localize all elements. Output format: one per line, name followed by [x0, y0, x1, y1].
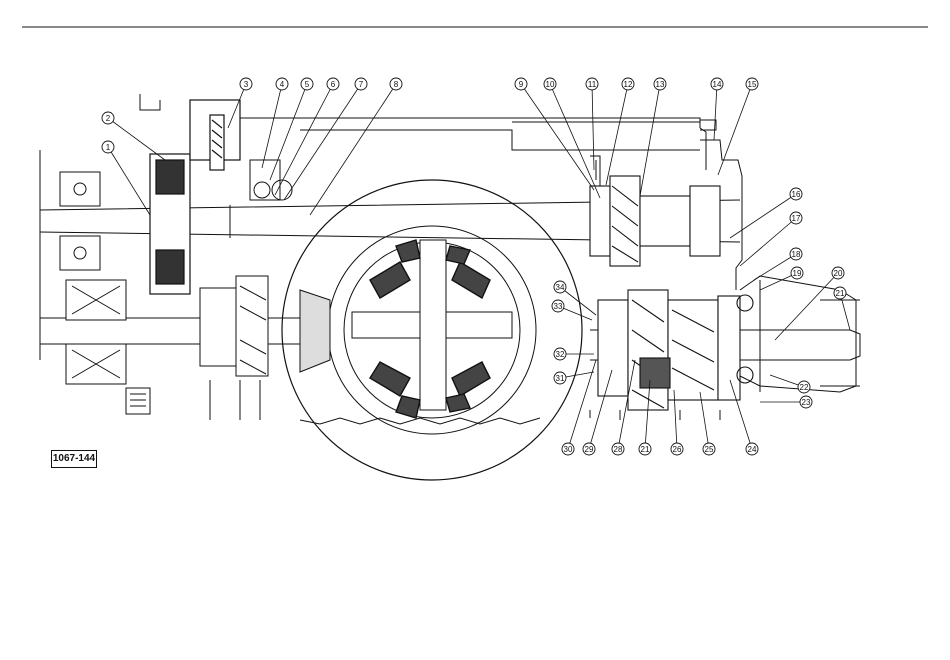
figure-reference-label: 1067-144	[51, 450, 97, 468]
callout-number: 7	[359, 80, 364, 89]
callout-number: 11	[588, 80, 597, 89]
callout-21: 21	[834, 287, 850, 330]
callout-leader-line	[730, 194, 796, 238]
left-bearings	[60, 172, 126, 384]
callout-leader-line	[568, 360, 596, 449]
callout-number: 28	[614, 445, 623, 454]
callout-33: 33	[552, 300, 592, 320]
callout-23: 23	[760, 396, 812, 408]
callout-number: 14	[713, 80, 722, 89]
callout-leader-line	[718, 84, 752, 175]
callout-leader-line	[640, 84, 660, 196]
callout-12: 12	[606, 78, 634, 185]
callout-leader-line	[108, 147, 150, 215]
callout-leader-line	[262, 84, 282, 168]
callout-16: 16	[730, 188, 802, 238]
callout-8: 8	[310, 78, 402, 215]
callout-number: 10	[546, 80, 555, 89]
right-gear-cluster	[590, 176, 753, 410]
callout-number: 32	[556, 350, 565, 359]
callout-14: 14	[711, 78, 723, 140]
callout-1: 1	[102, 141, 150, 215]
callout-25: 25	[700, 392, 715, 455]
callout-number: 8	[394, 80, 399, 89]
callout-leader-line	[560, 287, 596, 315]
callout-number: 23	[802, 398, 811, 407]
diff-cross-vertical	[420, 240, 446, 410]
callout-number: 34	[556, 283, 565, 292]
callout-number: 16	[792, 190, 801, 199]
lower-base-lines	[300, 410, 720, 424]
callout-number: 6	[331, 80, 336, 89]
callout-7: 7	[284, 78, 367, 200]
callout-leader-line	[714, 84, 717, 140]
callout-22: 22	[770, 375, 810, 393]
callout-number: 26	[673, 445, 682, 454]
callout-4: 4	[262, 78, 288, 168]
callout-number: 3	[244, 80, 249, 89]
callout-number: 31	[556, 374, 565, 383]
callout-number: 15	[748, 80, 757, 89]
callout-number: 2	[106, 114, 111, 123]
callout-6: 6	[275, 78, 339, 195]
callout-number: 33	[554, 302, 563, 311]
callout-number: 29	[585, 445, 594, 454]
callout-leader-line	[270, 84, 307, 180]
callout-number: 24	[748, 445, 757, 454]
callout-10: 10	[544, 78, 600, 198]
callout-leader-line	[284, 84, 361, 200]
callout-leader-line	[521, 84, 594, 190]
callout-number: 21	[836, 289, 845, 298]
callout-number: 25	[705, 445, 714, 454]
housing-top-outline	[228, 118, 706, 170]
callout-leader-line	[592, 84, 594, 170]
callout-number: 30	[564, 445, 573, 454]
callout-number: 12	[624, 80, 633, 89]
callout-leader-line	[606, 84, 628, 185]
callout-number: 13	[656, 80, 665, 89]
callout-number: 21	[641, 445, 650, 454]
callout-number: 22	[800, 383, 809, 392]
callout-number: 19	[793, 269, 802, 278]
left-clutch-pack	[150, 100, 240, 294]
callout-leader-line	[730, 380, 752, 449]
callout-number: 20	[834, 269, 843, 278]
callout-13: 13	[640, 78, 666, 196]
callout-leader-line	[108, 118, 165, 160]
callout-number: 5	[305, 80, 310, 89]
callout-19: 19	[760, 267, 803, 290]
housing-inner-top	[300, 122, 700, 150]
drawing-body	[40, 94, 860, 480]
callout-number: 1	[106, 143, 111, 152]
callout-32: 32	[554, 348, 594, 360]
callout-number: 9	[519, 80, 524, 89]
callout-number: 4	[280, 80, 285, 89]
bevel-pinion	[300, 290, 330, 372]
callout-number: 17	[792, 214, 801, 223]
callout-number: 18	[792, 250, 801, 259]
